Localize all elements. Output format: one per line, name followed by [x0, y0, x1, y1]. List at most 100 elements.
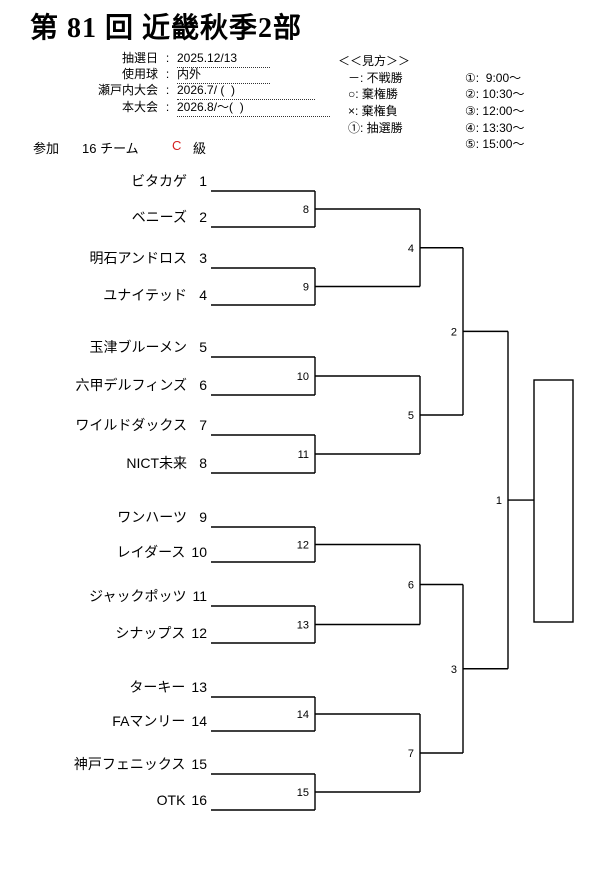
info-value: 2025.12/13: [177, 51, 270, 68]
team-name: ビタカゲ: [131, 173, 187, 189]
team-label-1: ビタカゲ 1: [131, 173, 207, 189]
time-symbol: ③: [465, 104, 476, 118]
legend-meaning: : 不戦勝: [360, 71, 403, 85]
team-label-16: OTK 16: [157, 792, 207, 808]
team-name: シナップス: [115, 625, 186, 641]
team-label-3: 明石アンドロス 3: [90, 250, 207, 266]
time-symbol: ①: [465, 71, 476, 85]
team-seed: 4: [199, 287, 207, 303]
info-row-抽選日: 抽選日:2025.12/13: [96, 51, 270, 68]
legend-item-不戦勝: －: 不戦勝: [348, 71, 403, 85]
page-title: 第 81 回 近畿秋季2部: [30, 13, 303, 44]
time-value: : 15:00～: [475, 137, 525, 151]
team-label-14: FAマンリー 14: [112, 713, 207, 729]
time-symbol: ②: [465, 87, 476, 101]
team-name: ワイルドダックス: [75, 417, 187, 433]
match-number: 7: [408, 748, 414, 760]
team-name: ターキー: [129, 679, 186, 695]
legend-item-棄権負: ×: 棄権負: [348, 104, 398, 118]
grade-suffix: 級: [193, 141, 207, 156]
team-name: ワンハーツ: [117, 509, 187, 525]
team-seed: 14: [191, 713, 207, 729]
team-name: 明石アンドロス: [89, 250, 187, 266]
time-value: : 12:00～: [475, 104, 525, 118]
team-seed: 15: [191, 756, 207, 772]
team-seed: 9: [199, 509, 207, 525]
legend-meaning: : 棄権負: [355, 104, 398, 118]
time-item-3: ③: 12:00～: [465, 104, 524, 118]
participation-row: 参加 16 チーム C 級: [0, 138, 614, 156]
time-item-4: ④: 13:30～: [465, 121, 524, 135]
legend-symbol: ○: [348, 87, 356, 101]
time-symbol: ⑤: [465, 137, 476, 151]
team-seed: 1: [199, 173, 207, 189]
info-label: 抽選日: [121, 51, 158, 65]
match-number: 6: [408, 580, 414, 592]
team-seed: 12: [191, 625, 207, 641]
info-label: 本大会: [121, 100, 158, 114]
time-value: : 10:30～: [475, 87, 525, 101]
legend-item-棄権勝: ○: 棄権勝: [348, 87, 398, 101]
match-number: 5: [408, 410, 414, 422]
time-value: : 9:00～: [475, 71, 522, 85]
match-number: 2: [451, 326, 457, 338]
info-value: 2026.7/ ( ): [177, 83, 315, 100]
time-item-5: ⑤: 15:00～: [465, 137, 524, 151]
legend-item-抽選勝: ①: 抽選勝: [348, 121, 403, 135]
match-number: 13: [297, 620, 309, 632]
team-seed: 7: [199, 417, 207, 433]
match-number: 4: [408, 243, 414, 255]
legend-symbol: ×: [348, 104, 356, 118]
time-item-2: ②: 10:30～: [465, 87, 524, 101]
champion-box: [533, 379, 574, 623]
match-number: 12: [297, 540, 309, 552]
info-value: 2026.8/～( ): [177, 100, 330, 117]
team-name: OTK: [156, 792, 186, 808]
info-row-使用球: 使用球:内外: [96, 67, 270, 84]
match-number: 9: [303, 282, 309, 294]
team-seed: 10: [191, 544, 207, 560]
team-name: ユナイテッド: [103, 287, 187, 303]
participation-label: 参加: [33, 141, 60, 156]
team-name: FAマンリー: [112, 713, 186, 729]
legend-meaning: : 抽選勝: [360, 121, 403, 135]
match-number: 3: [451, 664, 457, 676]
info-separator: :: [165, 83, 170, 97]
match-number: 10: [297, 371, 309, 383]
team-name: 神戸フェニックス: [73, 756, 186, 772]
time-symbol: ④: [465, 121, 476, 135]
team-seed: 6: [199, 377, 207, 393]
info-value: 内外: [177, 67, 270, 84]
info-row-瀬戸内大会: 瀬戸内大会:2026.7/ ( ): [96, 83, 315, 100]
time-item-1: ①: 9:00～: [465, 71, 521, 85]
team-seed: 13: [191, 679, 207, 695]
team-name: レイダース: [116, 544, 186, 560]
team-name: 六甲デルフィンズ: [75, 377, 187, 393]
match-number: 15: [297, 787, 309, 799]
team-seed: 2: [199, 209, 207, 225]
legend-symbol: －: [348, 71, 361, 85]
legend-title: ＜＜見方＞＞: [338, 54, 411, 68]
team-label-12: シナップス 12: [115, 625, 207, 641]
info-separator: :: [165, 51, 170, 65]
info-label: 使用球: [121, 67, 158, 81]
team-seed: 3: [199, 250, 207, 266]
team-seed: 8: [199, 455, 207, 471]
match-number: 11: [298, 449, 309, 461]
team-label-10: レイダース 10: [117, 544, 207, 560]
team-seed: 16: [191, 792, 207, 808]
legend-meaning: : 棄権勝: [355, 87, 398, 101]
team-seed: 5: [199, 339, 207, 355]
team-label-2: ベニーズ 2: [132, 209, 207, 225]
team-name: ジャックポッツ: [89, 588, 187, 604]
team-label-4: ユナイテッド 4: [103, 287, 207, 303]
match-number: 1: [496, 495, 502, 507]
team-name: ベニーズ: [131, 209, 187, 225]
grade-value: C: [172, 138, 182, 153]
team-label-6: 六甲デルフィンズ 6: [76, 377, 207, 393]
